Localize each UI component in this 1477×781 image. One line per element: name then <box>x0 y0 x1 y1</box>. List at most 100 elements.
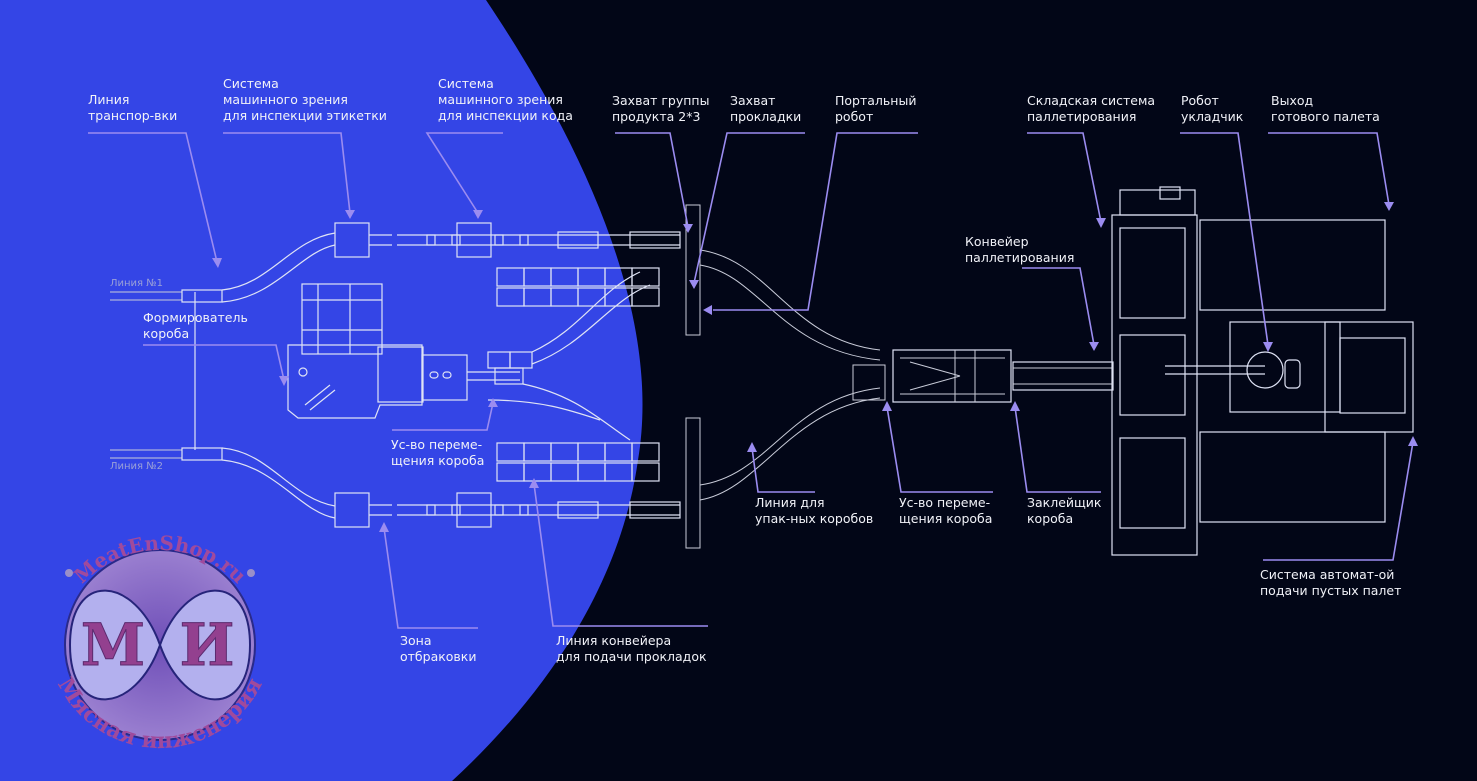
label-line: Заклейщик <box>1027 495 1102 510</box>
label-reject-zone: Зона отбраковки <box>400 633 476 665</box>
label-box-mover-left: Ус-во переме- щения короба <box>391 437 484 469</box>
label-line: машинного зрения <box>223 92 348 107</box>
leader-box-sealer <box>1010 401 1101 493</box>
vision-code-station <box>456 222 492 258</box>
label-line: Линия <box>88 92 130 107</box>
label-line: готового палета <box>1271 109 1380 124</box>
label-line: короба <box>143 326 190 341</box>
line1-tag: Линия №1 <box>110 278 164 289</box>
label-line: паллетирования <box>965 250 1075 265</box>
label-line: для инспекции кода <box>438 108 573 123</box>
palletizing-cell <box>1111 186 1414 556</box>
vision-label-station-2 <box>334 492 370 528</box>
leader-warehouse <box>1027 132 1106 228</box>
label-line: Конвейер <box>965 234 1029 249</box>
label-line: Система <box>438 76 494 91</box>
label-box-sealer: Заклейщик короба <box>1027 495 1101 527</box>
gantry-plate-upper <box>685 204 701 336</box>
label-line: Система автомат-ой <box>1260 567 1395 582</box>
pad-cell <box>631 267 660 287</box>
label-line: Система <box>223 76 279 91</box>
label-line: Линия для <box>755 495 825 510</box>
leader-box-mover-right <box>882 401 993 493</box>
leader-reject-zone <box>379 522 478 629</box>
leader-packed-box-line <box>747 442 815 493</box>
ring-dot-left <box>65 569 73 577</box>
label-line: Робот <box>1181 93 1219 108</box>
logo-infinity <box>68 589 252 701</box>
leader-pallet-exit <box>1268 132 1394 211</box>
label-gantry-robot: Портальный робот <box>835 93 916 125</box>
leader-empty-pallet-feed <box>1263 436 1418 561</box>
leader-product-gripper <box>615 132 693 233</box>
label-line: Ус-во переме- <box>899 495 991 510</box>
label-line: Выход <box>1271 93 1314 108</box>
label-line: транспор-вки <box>88 108 178 123</box>
label-pallet-exit: Выход готового палета <box>1271 93 1380 125</box>
leader-vision-code <box>425 132 503 219</box>
label-line: Ус-во переме- <box>391 437 483 452</box>
pad-magazine-upper <box>496 267 660 307</box>
upper-conveyor <box>369 231 681 249</box>
label-palletizing-conveyor: Конвейер паллетирования <box>965 234 1074 266</box>
label-line: Захват <box>730 93 776 108</box>
line2-tag: Линия №2 <box>110 461 164 472</box>
label-line: прокладки <box>730 109 802 124</box>
label-product-gripper: Захват группы продукта 2*3 <box>612 93 709 125</box>
watermark-logo: MeatEnShop.ru Мясная инженерия М И <box>52 531 268 754</box>
ring-dot-right <box>247 569 255 577</box>
label-line: Формирователь <box>143 310 248 325</box>
label-warehouse-palletizing: Складская система паллетирования <box>1027 93 1155 125</box>
label-line: Захват группы <box>612 93 710 108</box>
label-line: Линия конвейера <box>556 633 672 648</box>
leader-palletizing-conveyor <box>1022 267 1099 351</box>
label-line: упак-ных коробов <box>755 511 874 526</box>
label-line: Портальный <box>835 93 917 108</box>
pad-cell <box>631 287 660 307</box>
label-line: укладчик <box>1181 109 1244 124</box>
label-packed-box-line: Линия для упак-ных коробов <box>755 495 873 527</box>
box-sealer-unit <box>852 349 1114 403</box>
leader-pad-gripper <box>689 132 805 289</box>
monogram-right: И <box>180 611 235 679</box>
packed-box-line-curves <box>699 249 881 501</box>
label-empty-pallet-feed: Система автомат-ой подачи пустых палет <box>1260 567 1401 599</box>
line1-infeed <box>110 232 336 303</box>
leader-vision-label <box>223 132 355 219</box>
label-vision-label: Система машинного зрения для инспекции э… <box>223 76 387 124</box>
label-box-former: Формирователь короба <box>143 310 248 342</box>
box-mover-left <box>487 271 651 441</box>
label-line: Складская система <box>1027 93 1156 108</box>
leader-pad-conveyor <box>529 478 708 627</box>
label-pad-gripper: Захват прокладки <box>730 93 801 125</box>
label-line: для подачи прокладок <box>556 649 707 664</box>
label-vision-code: Система машинного зрения для инспекции к… <box>438 76 573 124</box>
label-pad-conveyor: Линия конвейера для подачи прокладок <box>556 633 707 665</box>
leader-stacking-robot <box>1180 132 1273 352</box>
line2-infeed <box>110 447 336 519</box>
leader-box-former <box>143 344 289 386</box>
label-line: щения короба <box>899 511 993 526</box>
pad-cell <box>631 442 660 462</box>
leader-transport-line <box>88 132 222 268</box>
box-former-machine <box>287 283 520 419</box>
label-line: робот <box>835 109 874 124</box>
label-line: подачи пустых палет <box>1260 583 1402 598</box>
label-line: короба <box>1027 511 1074 526</box>
leader-box-mover-left <box>392 398 498 431</box>
vision-label-station <box>334 222 370 258</box>
pad-magazine-lower <box>496 442 660 482</box>
label-box-mover-right: Ус-во переме- щения короба <box>899 495 992 527</box>
gantry-plate-lower <box>685 417 701 549</box>
label-line: машинного зрения <box>438 92 563 107</box>
label-line: продукта 2*3 <box>612 109 701 124</box>
label-line: Зона <box>400 633 432 648</box>
label-line: щения короба <box>391 453 485 468</box>
label-stacking-robot: Робот укладчик <box>1181 93 1243 125</box>
pad-cell <box>631 462 660 482</box>
label-line: паллетирования <box>1027 109 1137 124</box>
monogram-left: М <box>81 611 145 679</box>
label-transport-line: Линия транспор-вки <box>88 92 177 124</box>
